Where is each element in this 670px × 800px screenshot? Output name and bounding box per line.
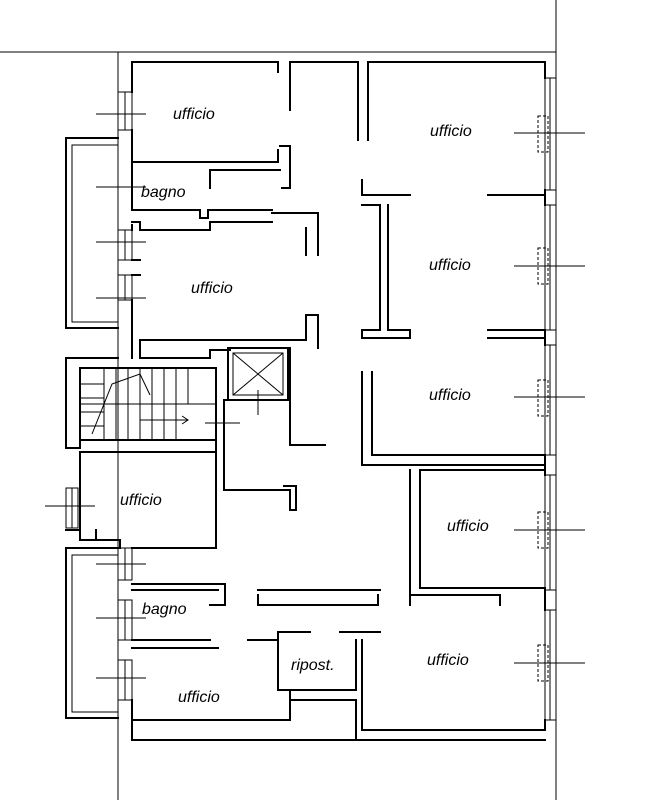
windows-right (537, 77, 557, 721)
room-label-office: ufficio (178, 689, 220, 706)
exterior-walls (131, 61, 546, 741)
stairwell (65, 357, 217, 453)
room-label-office: ufficio (173, 106, 215, 123)
reference-lines (45, 113, 585, 679)
room-label-bathroom: bagno (141, 184, 186, 201)
elevator-shaft (223, 339, 326, 491)
interior-walls-left (131, 71, 319, 359)
room-label-office: ufficio (429, 387, 471, 404)
balconies (65, 137, 119, 719)
room-label-office: ufficio (429, 257, 471, 274)
room-label-storage: ripost. (291, 657, 335, 674)
room-label-bathroom: bagno (142, 601, 187, 618)
room-label-office: ufficio (120, 492, 162, 509)
room-label-office: ufficio (427, 652, 469, 669)
room-label-office: ufficio (447, 518, 489, 535)
interior-walls-lower (65, 451, 546, 741)
windows-left (65, 91, 133, 701)
room-label-office: ufficio (191, 280, 233, 297)
room-labels: ufficio bagno ufficio ufficio bagno uffi… (120, 106, 489, 706)
corridor-walls (357, 61, 546, 606)
room-label-office: ufficio (430, 123, 472, 140)
